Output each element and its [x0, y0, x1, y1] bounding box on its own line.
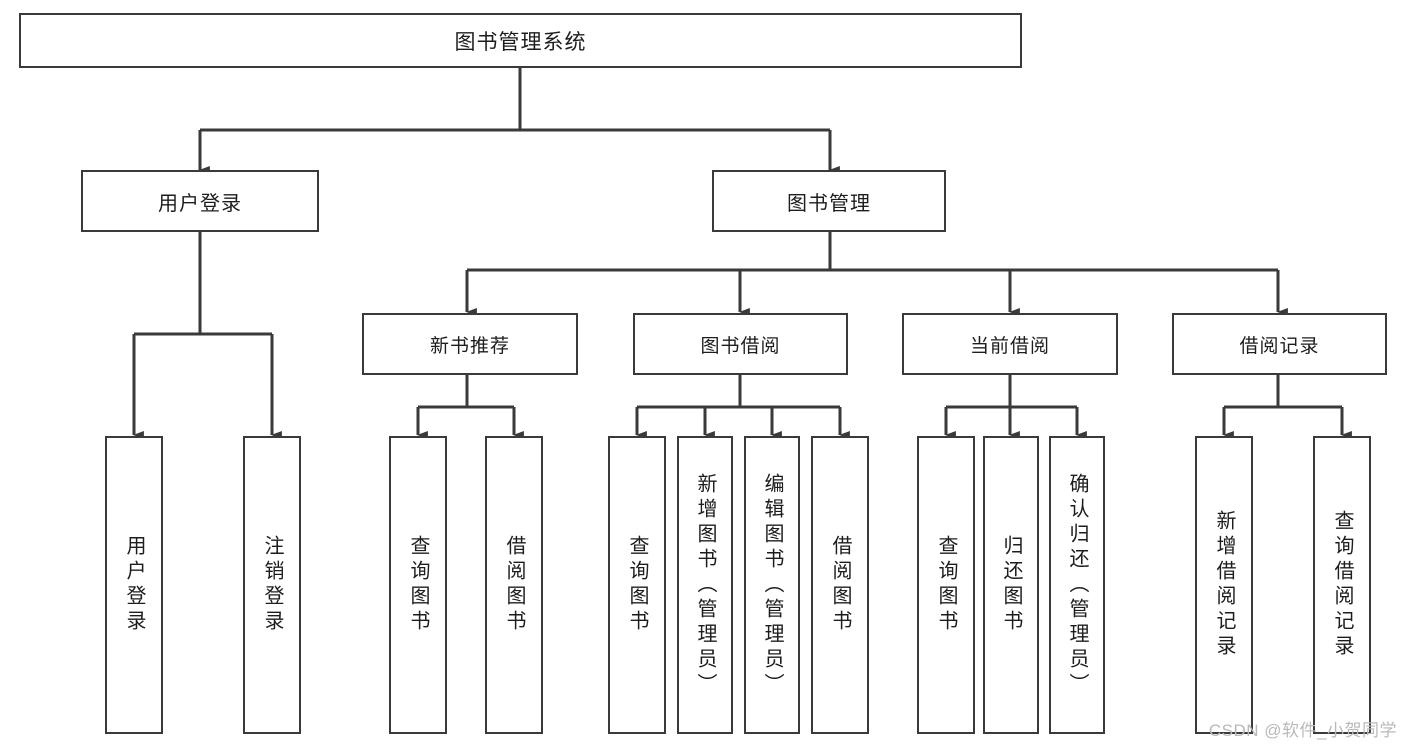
node-leaf-add-borrow-record-label: 新增借阅记录	[1213, 510, 1235, 660]
node-new-book-recommend-label: 新书推荐	[429, 335, 510, 357]
node-leaf-return-book[interactable]: 归还图书	[983, 436, 1039, 734]
node-leaf-confirm-return[interactable]: 确认归还（管理员）	[1049, 436, 1105, 734]
node-leaf-add-book-label: 新增图书（管理员）	[694, 472, 716, 698]
node-leaf-query-book-3[interactable]: 查询图书	[917, 436, 975, 734]
node-root[interactable]: 图书管理系统	[19, 13, 1022, 68]
node-leaf-query-book-3-label: 查询图书	[935, 535, 957, 635]
node-current-borrow-label: 当前借阅	[969, 335, 1050, 357]
node-book-management[interactable]: 图书管理	[712, 170, 946, 232]
node-borrow-record-label: 借阅记录	[1239, 335, 1320, 357]
node-leaf-query-book-2-label: 查询图书	[626, 535, 648, 635]
node-leaf-borrow-book-1-label: 借阅图书	[503, 535, 525, 635]
node-borrow-record[interactable]: 借阅记录	[1172, 313, 1387, 375]
node-leaf-edit-book-label: 编辑图书（管理员）	[761, 472, 783, 698]
node-leaf-query-borrow-record-label: 查询借阅记录	[1331, 510, 1353, 660]
node-leaf-borrow-book-2-label: 借阅图书	[829, 535, 851, 635]
node-leaf-user-login-label: 用户登录	[123, 535, 145, 635]
node-new-book-recommend[interactable]: 新书推荐	[362, 313, 578, 375]
node-leaf-return-book-label: 归还图书	[1000, 535, 1022, 635]
node-leaf-query-book-2[interactable]: 查询图书	[608, 436, 666, 734]
node-leaf-add-borrow-record[interactable]: 新增借阅记录	[1195, 436, 1253, 734]
node-book-borrow-label: 图书借阅	[700, 335, 781, 357]
csdn-watermark: CSDN @软件_小贺同学	[1208, 721, 1397, 740]
node-user-login-label: 用户登录	[158, 192, 242, 215]
node-leaf-borrow-book-2[interactable]: 借阅图书	[811, 436, 869, 734]
node-leaf-edit-book[interactable]: 编辑图书（管理员）	[744, 436, 800, 734]
node-leaf-user-login[interactable]: 用户登录	[105, 436, 163, 734]
node-user-login[interactable]: 用户登录	[81, 170, 319, 232]
node-leaf-add-book[interactable]: 新增图书（管理员）	[677, 436, 733, 734]
node-leaf-logout-login[interactable]: 注销登录	[243, 436, 301, 734]
node-leaf-query-borrow-record[interactable]: 查询借阅记录	[1313, 436, 1371, 734]
node-leaf-query-book-1[interactable]: 查询图书	[389, 436, 447, 734]
node-book-borrow[interactable]: 图书借阅	[633, 313, 848, 375]
node-current-borrow[interactable]: 当前借阅	[902, 313, 1118, 375]
node-root-label: 图书管理系统	[454, 30, 587, 54]
node-leaf-confirm-return-label: 确认归还（管理员）	[1066, 472, 1088, 698]
node-leaf-query-book-1-label: 查询图书	[407, 535, 429, 635]
node-leaf-logout-login-label: 注销登录	[261, 535, 283, 635]
node-book-management-label: 图书管理	[787, 192, 871, 215]
node-leaf-borrow-book-1[interactable]: 借阅图书	[485, 436, 543, 734]
